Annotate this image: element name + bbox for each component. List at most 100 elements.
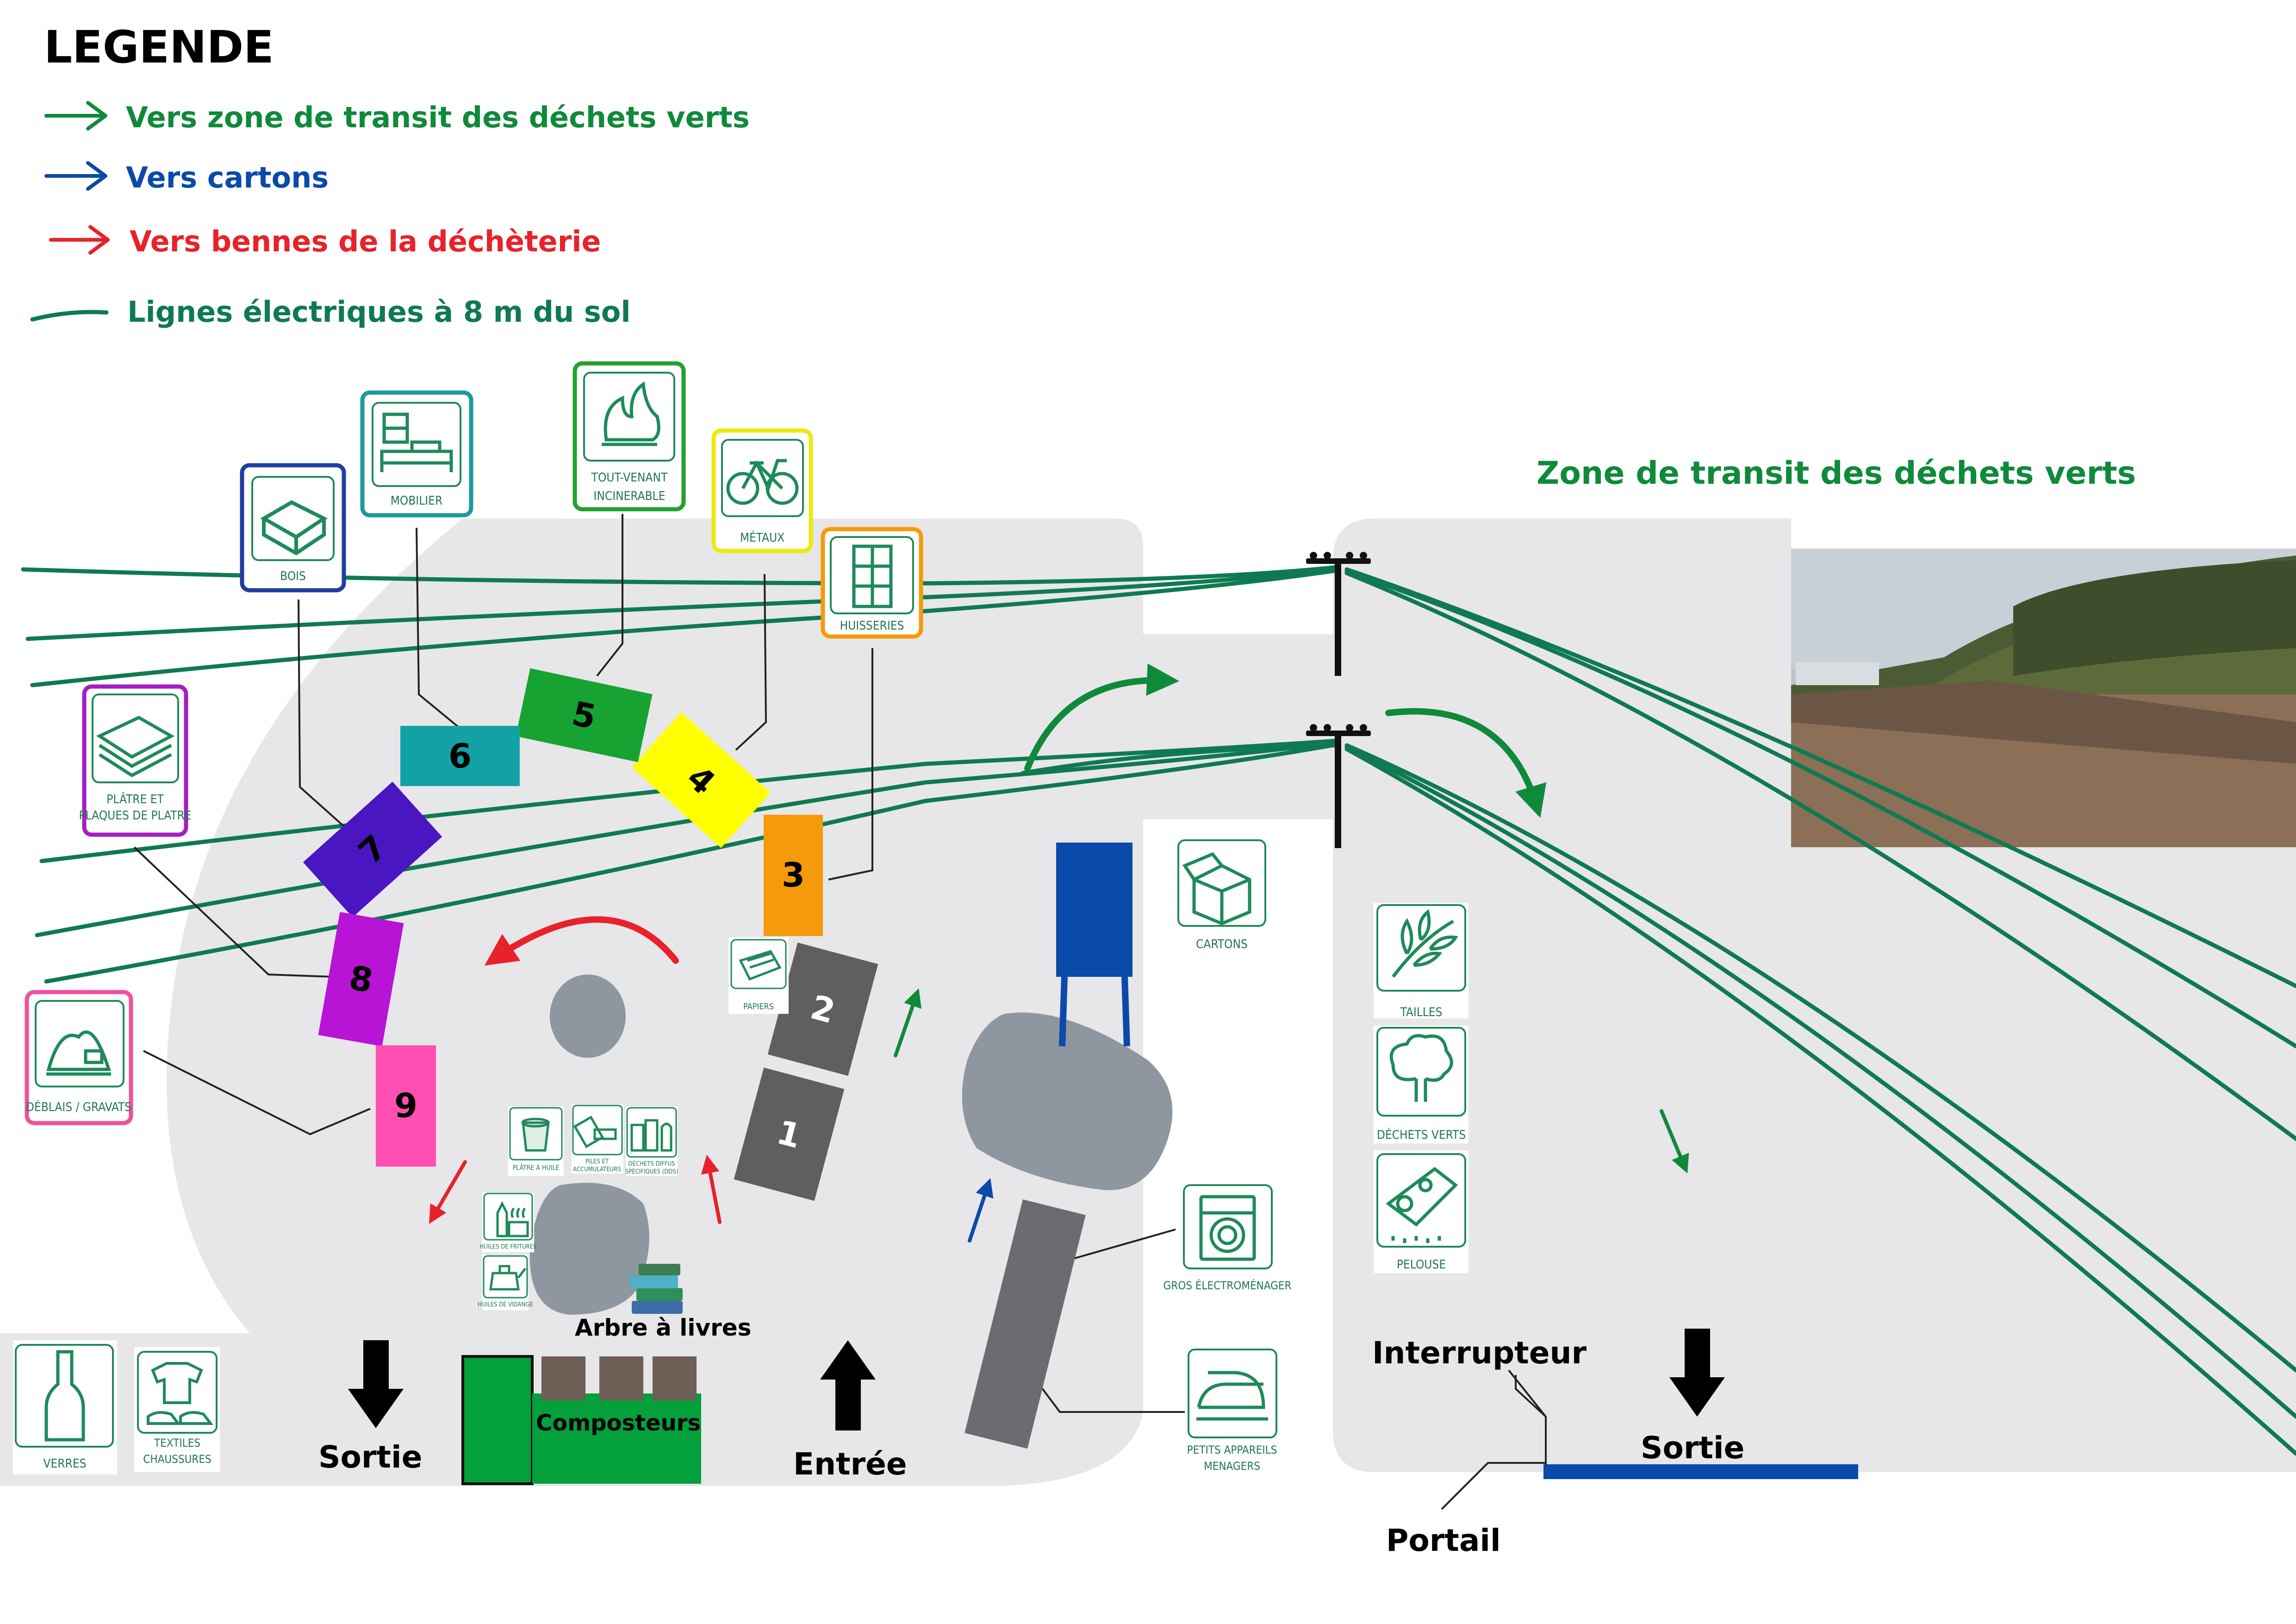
sign-dechets-verts: DÉCHETS VERTS [1374,1025,1468,1143]
bin-5[interactable]: 5 [516,668,653,762]
washing-machine-icon [1199,1195,1256,1261]
svg-text:CHAUSSURES: CHAUSSURES [143,1453,211,1466]
oil-can-icon [489,1265,526,1291]
svg-text:MÉTAUX: MÉTAUX [740,530,784,545]
svg-text:SPÉCIFIQUES (DDS): SPÉCIFIQUES (DDS) [625,1168,678,1175]
blue-arrow-icon [44,161,107,191]
svg-text:MOBILIER: MOBILIER [391,494,442,508]
svg-text:PAPIERS: PAPIERS [743,1002,774,1012]
entry-arrow [820,1340,876,1430]
pallet-icon [260,500,328,556]
svg-text:PLÂTRE ET: PLÂTRE ET [106,792,164,806]
legend-item-green: Vers zone de transit des déchets verts [44,100,750,134]
legend-label: Vers zone de transit des déchets verts [126,100,750,134]
exit-arrow-left [348,1340,404,1428]
exit-arrow-right [1669,1329,1725,1417]
svg-text:6: 6 [448,737,472,775]
island-right [962,1012,1173,1190]
bin-4[interactable]: 4 [631,712,771,848]
flow-arrows [429,663,1689,1243]
sign-petits-appareils: PETITS APPAREILS MENAGERS [1185,1345,1280,1479]
bicycle-icon [726,459,799,505]
connector-lines [133,514,1547,1510]
bin-3[interactable]: 3 [764,815,823,936]
svg-text:CARTONS: CARTONS [1196,937,1248,951]
sign-mobilier: MOBILIER [360,390,473,518]
svg-text:PLAQUES DE PLATRE: PLAQUES DE PLATRE [79,809,191,823]
green-arrow-icon [894,988,922,1057]
sign-deblais: DÉBLAIS / GRAVATS [25,990,133,1125]
islands [529,974,1173,1315]
bin-6[interactable]: 6 [400,726,520,786]
sign-huiles-friture: HUILES DE FRITURES [480,1192,537,1252]
bin-1[interactable]: 1 [734,1067,845,1201]
pylon-bottom [1306,724,1371,848]
gate-bar [1543,1464,1858,1479]
battery-icon [573,1115,617,1149]
sign-tailles: TAILLES [1374,903,1468,1019]
sign-papiers: PAPIERS [728,937,789,1014]
furniture-icon [380,412,453,472]
chemicals-icon [630,1119,672,1152]
svg-text:9: 9 [394,1086,417,1125]
svg-text:HUILES DE FRITURES: HUILES DE FRITURES [480,1243,537,1250]
svg-text:PLÂTRE À HUILE: PLÂTRE À HUILE [513,1163,560,1172]
green-zone-ground [1333,518,2296,1472]
pylon-top [1306,552,1371,676]
svg-text:PETITS APPAREILS: PETITS APPAREILS [1187,1443,1277,1456]
tree-icon [1389,1034,1453,1102]
bin-2[interactable]: 2 [767,942,878,1076]
green-arrow-icon [1660,1109,1689,1174]
island-center [529,1183,649,1315]
sign-metaux: MÉTAUX [711,428,813,553]
sign-dds: DÉCHETS DIFFUS SPÉCIFIQUES (DDS) [625,1106,678,1176]
bin-9[interactable]: 9 [376,1045,436,1167]
bin-7[interactable]: 7 [303,781,442,918]
legend-label: Lignes électriques à 8 m du sol [127,295,631,329]
plasterboard-icon [96,716,175,778]
sign-gros-electromenager: GROS ÉLECTROMÉNAGER [1164,1181,1292,1303]
cartons-bin[interactable] [1056,843,1132,1047]
svg-text:3: 3 [782,856,805,894]
legend: LEGENDE Vers zone de transit des déchets… [30,21,750,329]
rubble-icon [46,1030,111,1076]
legend-label: Vers cartons [126,161,329,194]
green-zone-title: Zone de transit des déchets verts [1537,455,2136,492]
green-waste-photo [1791,549,2296,847]
bin-8[interactable]: 8 [318,912,404,1047]
svg-text:PELOUSE: PELOUSE [1397,1258,1446,1272]
sign-tout-venant: TOUT-VENANT INCINERABLE [572,361,686,512]
flame-icon [602,381,660,446]
sign-cartons: CARTONS [1176,838,1268,963]
sign-platre-huile: PLÂTRE À HUILE [508,1106,564,1176]
svg-text:HUILES DE VIDANGE: HUILES DE VIDANGE [478,1301,533,1308]
legend-title: LEGENDE [44,21,274,73]
svg-text:VERRES: VERRES [44,1457,87,1471]
svg-text:TOUT-VENANT: TOUT-VENANT [591,471,668,485]
green-arrow-icon [1024,663,1179,772]
deee-container[interactable] [964,1199,1086,1449]
svg-text:MENAGERS: MENAGERS [1204,1460,1260,1473]
red-arrow-icon [429,1160,467,1224]
green-arrow-icon [44,101,107,131]
svg-text:HUISSERIES: HUISSERIES [840,619,904,633]
sortie-right-label: Sortie [1641,1430,1744,1466]
svg-text:TAILLES: TAILLES [1400,1006,1443,1019]
arbre-a-livres-label: Arbre à livres [575,1314,751,1341]
composteurs[interactable] [461,1355,701,1485]
bucket-icon [521,1118,550,1152]
legend-item-red: Vers bennes de la déchèterie [49,225,601,258]
sign-bois: BOIS [240,463,346,593]
bottle-icon [44,1350,85,1442]
legend-item-blue: Vers cartons [44,161,329,194]
interrupteur-connector [1508,1369,1547,1465]
sortie-left-label: Sortie [318,1439,422,1475]
red-arrow-icon [701,1155,722,1224]
portail-label: Portail [1386,1523,1501,1558]
svg-text:INCINERABLE: INCINERABLE [594,489,666,503]
island-top [550,974,626,1058]
clothes-icon [147,1362,213,1425]
sign-huiles-vidange: HUILES DE VIDANGE [478,1255,533,1310]
sign-pelouse: PELOUSE [1374,1150,1468,1273]
